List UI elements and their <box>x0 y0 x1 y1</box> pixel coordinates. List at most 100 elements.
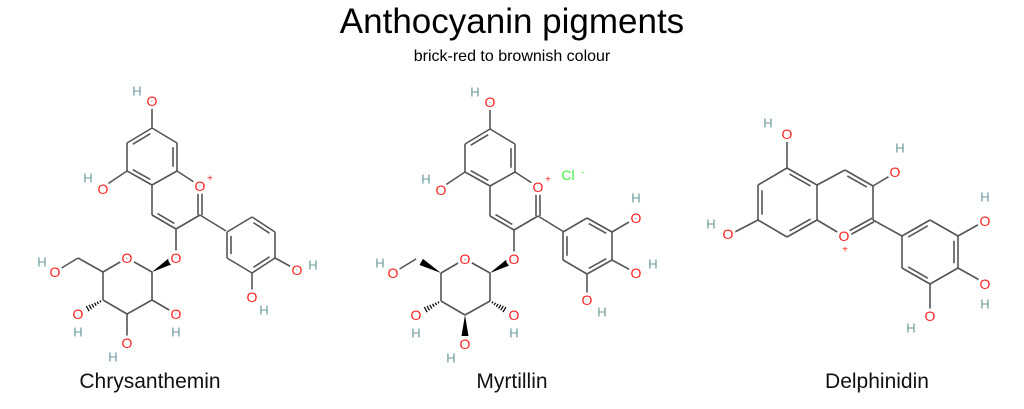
hydrogen-atom: H <box>980 297 989 312</box>
diagram-title: Anthocyanin pigments <box>339 2 685 41</box>
double-bond-line <box>846 175 868 188</box>
bond <box>611 217 637 233</box>
bond <box>126 299 153 315</box>
bond <box>176 170 201 187</box>
bond <box>872 173 894 187</box>
wedge-bond <box>419 258 441 273</box>
hash-bond <box>434 302 438 306</box>
diagram-subtitle: brick-red to brownish colour <box>413 48 611 65</box>
bond <box>730 219 759 235</box>
chrysanthemin-label: Chrysanthemin <box>79 370 221 393</box>
oxygen-atom: O <box>631 210 642 226</box>
bond <box>586 259 613 275</box>
bond <box>126 257 153 273</box>
oxygen-atom: O <box>171 306 182 322</box>
hydrogen-atom: H <box>763 116 772 131</box>
hash-bond <box>502 306 507 313</box>
double-bond-line <box>470 169 489 182</box>
oxygen-atom: O <box>411 307 422 323</box>
bond <box>611 259 637 274</box>
oxygen-atom: O <box>50 264 61 280</box>
oxygen-atom: O <box>509 251 520 267</box>
oxygen-cation: O <box>839 228 850 244</box>
bond <box>54 257 79 273</box>
oxygen-cation: O <box>533 179 544 195</box>
hydrogen-atom: H <box>132 84 141 99</box>
hydrogen-atom: H <box>171 325 180 340</box>
hash-bond <box>431 303 435 308</box>
oxygen-atom: O <box>723 226 734 242</box>
bond <box>537 215 565 233</box>
hydrogen-atom: H <box>906 321 915 336</box>
double-bond-line <box>789 173 811 187</box>
hash-bond <box>495 303 499 308</box>
bond <box>929 219 959 237</box>
double-bond-line <box>157 212 175 225</box>
bond <box>816 169 846 186</box>
bond <box>786 167 818 186</box>
oxygen-atom: O <box>147 93 158 109</box>
hash-bond <box>88 304 93 310</box>
bond <box>126 127 153 144</box>
hydrogen-atom: H <box>37 255 46 270</box>
oxygen-atom: O <box>485 94 496 110</box>
hydrogen-atom: H <box>259 303 268 318</box>
bond <box>514 171 539 188</box>
bond <box>562 217 588 233</box>
bond <box>816 219 845 237</box>
oxygen-atom: O <box>980 213 991 229</box>
hydrogen-atom: H <box>648 257 657 272</box>
oxygen-atom: O <box>171 250 182 266</box>
hydrogen-atom: H <box>631 191 640 206</box>
bond <box>440 258 466 274</box>
oxygen-atom: O <box>292 262 303 278</box>
bond <box>199 214 227 232</box>
oxygen-atom: O <box>436 182 447 198</box>
bond <box>957 267 984 283</box>
hydrogen-atom: H <box>375 256 384 271</box>
hash-bond <box>93 302 97 307</box>
oxygen-atom: O <box>388 265 399 281</box>
hydrogen-atom: H <box>421 172 430 187</box>
oxygen-atom: O <box>509 307 520 323</box>
oxygen-atom: O <box>582 292 593 308</box>
oxygen-atom: O <box>460 336 471 352</box>
bond <box>251 257 276 274</box>
bond <box>901 219 931 237</box>
bond <box>102 257 128 273</box>
bond <box>274 257 298 271</box>
bond <box>786 219 818 238</box>
hydrogen-atom: H <box>411 326 420 341</box>
oxygen-atom: O <box>73 306 84 322</box>
oxygen-atom: O <box>98 181 109 197</box>
bond <box>226 257 253 274</box>
hash-bond <box>491 301 494 304</box>
double-bond-line <box>252 222 270 234</box>
hash-bond <box>96 301 100 305</box>
bond <box>102 299 128 315</box>
wedge-bond <box>461 315 469 336</box>
hash-bond <box>99 300 102 303</box>
delphinidin-label: Delphinidin <box>825 370 929 393</box>
bond <box>929 267 959 285</box>
chloride-ion: Cl <box>561 167 574 183</box>
positive-charge: + <box>842 245 848 256</box>
oxygen-atom: O <box>890 164 901 180</box>
positive-charge: + <box>545 175 551 186</box>
bond <box>844 221 875 239</box>
bond <box>126 170 153 186</box>
bond <box>102 170 128 188</box>
oxygen-atom: O <box>460 251 471 267</box>
oxygen-atom: O <box>247 289 258 305</box>
hydrogen-atom: H <box>597 305 606 320</box>
positive-charge: + <box>207 174 213 185</box>
hash-bond <box>426 305 431 311</box>
double-bond-line <box>588 257 607 270</box>
bond <box>757 219 788 238</box>
bond <box>151 214 177 230</box>
hash-bond <box>498 304 502 309</box>
